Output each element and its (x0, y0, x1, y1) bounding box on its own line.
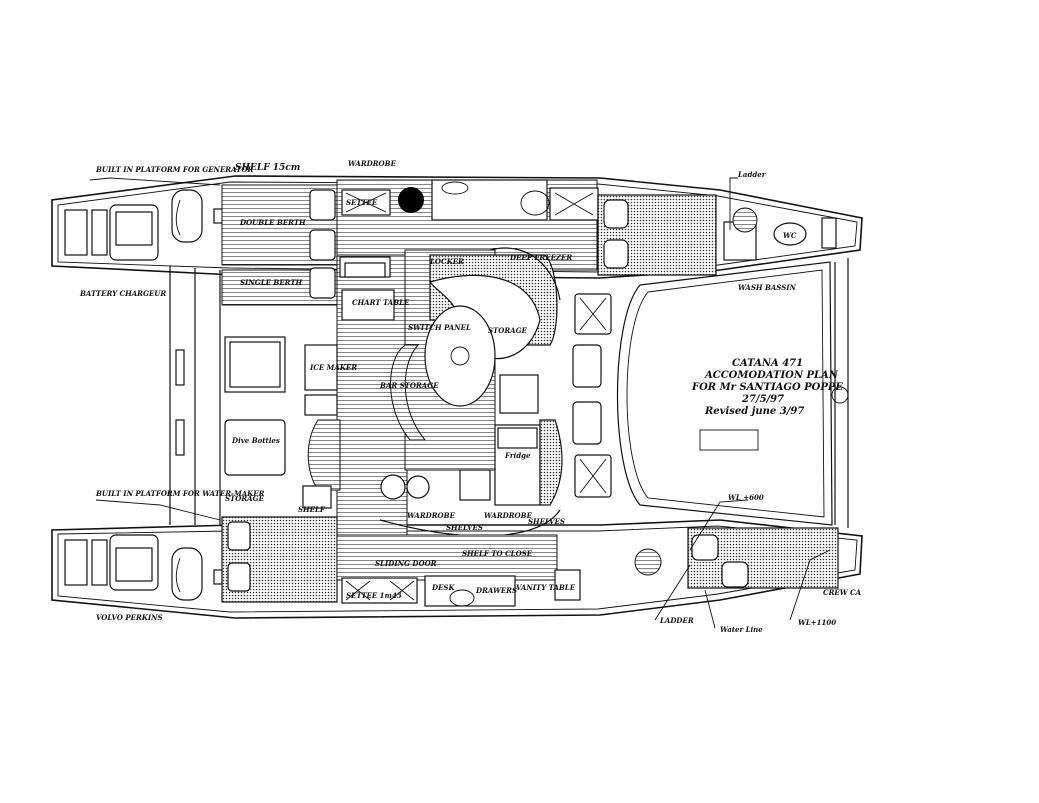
label-dive-bottles: Dive Bottles (231, 436, 280, 445)
label-wash-bassin: WASH BASSIN (738, 283, 797, 292)
label-fridge: Fridge (504, 451, 531, 460)
top-hull-interior (64, 179, 837, 306)
bottom-hull (51, 519, 863, 619)
label-storage-aft: STORAGE (225, 494, 265, 503)
label-wl-600: WL +600 (728, 493, 764, 502)
label-ice-maker: ICE MAKER (309, 363, 357, 372)
label-switch-panel: SWITCH PANEL (408, 323, 471, 332)
bridge-deck (169, 258, 849, 528)
label-battery-charger: BATTERY CHARGEUR (79, 289, 166, 298)
label-wardrobe-mid: WARDROBE (407, 511, 456, 520)
label-shelf-to-close: SHELF TO CLOSE (462, 549, 533, 558)
label-built-in-platform-watermaker: BUILT IN PLATFORM FOR WATER-MAKER (95, 489, 265, 498)
title-block: CATANA 471 ACCOMODATION PLAN FOR Mr SANT… (691, 358, 843, 417)
label-shelves2: SHELVES (528, 517, 565, 526)
label-shelf: SHELF 15cm (235, 163, 300, 173)
title-line-4: 27/5/97 (741, 394, 784, 405)
label-wardrobe-top: WARDROBE (348, 159, 397, 168)
title-line-5: Revised june 3/97 (704, 406, 804, 417)
label-wl-1100: WL+1100 (798, 618, 836, 627)
label-built-in-platform-generator: BUILT IN PLATFORM FOR GENERATOR (95, 165, 253, 174)
plan-labels: BUILT IN PLATFORM FOR GENERATOR SHELF 15… (79, 159, 862, 634)
label-double-berth: DOUBLE BERTH (239, 218, 306, 227)
label-ladder-bottom: LADDER (659, 616, 694, 625)
label-bar-storage: BAR STORAGE (379, 381, 439, 390)
label-storage-galley: STORAGE (488, 326, 528, 335)
label-locker: LOCKER (429, 257, 464, 266)
title-line-2: ACCOMODATION PLAN (704, 370, 839, 381)
title-line-1: CATANA 471 (732, 358, 803, 369)
label-shelf-small: SHELF (298, 505, 326, 514)
label-desk: DESK (431, 583, 455, 592)
mid-area (224, 336, 341, 509)
label-deep-freezer: DEEP FREEZER (509, 253, 572, 262)
label-chart-table: CHART TABLE (352, 298, 410, 307)
label-wc: WC (783, 231, 797, 240)
label-shelves: SHELVES (446, 523, 483, 532)
leader-lines (89, 177, 831, 629)
saloon-galley (336, 247, 612, 546)
label-single-berth: SINGLE BERTH (240, 278, 303, 287)
label-sliding-door: SLIDING DOOR (375, 559, 437, 568)
label-water-line: Water Line (720, 625, 763, 634)
label-volvo-perkins: VOLVO PERKINS (96, 613, 163, 622)
title-line-3: FOR Mr SANTIAGO POPPE (691, 382, 843, 393)
bottom-hull-interior (64, 516, 839, 607)
label-settee-top: SETTEE (346, 198, 378, 207)
label-settee-bottom: SETTEE 1m45 (346, 591, 402, 600)
label-vanity-table: VANITY TABLE (516, 583, 576, 592)
label-crew-cabin: CREW CA (823, 588, 862, 597)
label-wardrobe-mid2: WARDROBE (484, 511, 533, 520)
label-ladder-top: Ladder (737, 170, 767, 179)
label-drawers: DRAWERS (475, 586, 517, 595)
